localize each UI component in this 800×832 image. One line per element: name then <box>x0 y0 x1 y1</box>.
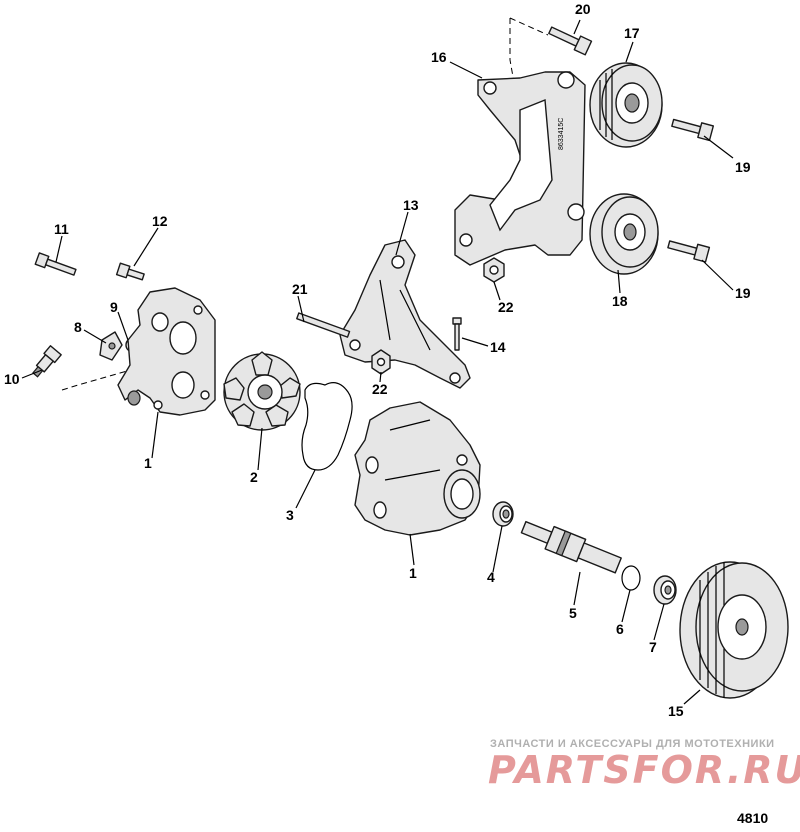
callout-1-center: 1 <box>409 565 417 581</box>
callout-8: 8 <box>74 319 82 335</box>
bolt-12 <box>115 262 145 281</box>
callout-21: 21 <box>292 281 308 297</box>
idler-bracket: 8633415C <box>454 71 586 266</box>
bearing <box>492 501 514 527</box>
callout-13: 13 <box>403 197 419 213</box>
stud-21 <box>296 312 351 338</box>
bracket-stamp: 8633415C <box>558 118 565 150</box>
retaining-ring <box>621 565 641 591</box>
callout-1-left: 1 <box>144 455 152 471</box>
nut-22-upper <box>483 257 505 283</box>
callout-14: 14 <box>490 339 506 355</box>
callout-16: 16 <box>431 49 447 65</box>
callout-10: 10 <box>4 371 20 387</box>
callout-19-upper: 19 <box>735 159 751 175</box>
callout-3: 3 <box>286 507 294 523</box>
gasket <box>301 382 353 471</box>
callout-22-upper: 22 <box>498 299 514 315</box>
seal <box>653 575 677 605</box>
callout-9: 9 <box>110 299 118 315</box>
callout-5: 5 <box>569 605 577 621</box>
callout-17: 17 <box>624 25 640 41</box>
bolt-20 <box>548 26 593 56</box>
callout-18: 18 <box>612 293 628 309</box>
pump-cover-plate <box>117 287 216 416</box>
callout-19-lower: 19 <box>735 285 751 301</box>
callout-12: 12 <box>152 213 168 229</box>
pump-shaft <box>520 520 622 574</box>
nut-22-lower <box>371 349 391 375</box>
leader-lines <box>21 19 734 705</box>
mounting-bracket <box>339 239 471 389</box>
callout-15: 15 <box>668 703 684 719</box>
callout-20: 20 <box>575 1 591 17</box>
bolt-19-lower <box>667 240 711 263</box>
bolt-19-upper <box>671 118 715 142</box>
callout-22-lower: 22 <box>372 381 388 397</box>
bolt-14 <box>452 317 462 351</box>
callout-7: 7 <box>649 639 657 655</box>
pump-housing <box>354 401 481 536</box>
watermark-logo: PARTSFOR.RU <box>488 748 800 792</box>
impeller <box>223 351 301 431</box>
fitting-8 <box>99 331 123 361</box>
idler-pulley-smooth <box>589 193 659 275</box>
sensor-10 <box>32 345 62 378</box>
drive-pulley <box>679 561 789 699</box>
idler-pulley-grooved <box>589 62 663 148</box>
callout-11: 11 <box>54 221 69 237</box>
callout-2: 2 <box>250 469 258 485</box>
bolt-11 <box>34 252 77 276</box>
callout-4: 4 <box>487 569 495 585</box>
watermark-tagline: ЗАПЧАСТИ И АКСЕССУАРЫ ДЛЯ МОТОТЕХНИКИ <box>490 738 775 750</box>
callout-6: 6 <box>616 621 624 637</box>
figure-number: 4810 <box>737 810 769 826</box>
alignment-dashed-line <box>509 18 516 89</box>
